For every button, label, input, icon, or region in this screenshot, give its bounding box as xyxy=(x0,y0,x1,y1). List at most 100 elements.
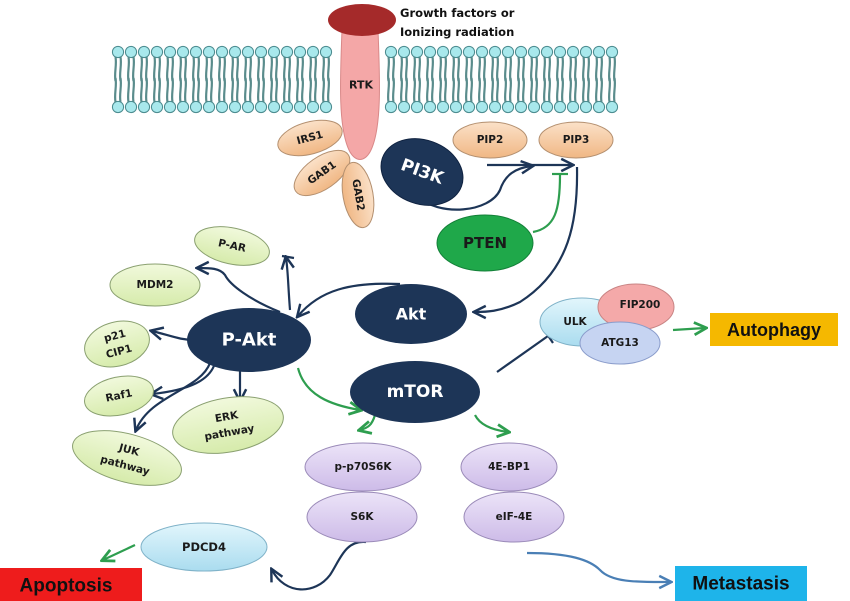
lipid-molecule xyxy=(124,45,138,114)
lipid-molecule xyxy=(462,45,476,114)
irs1-node: IRS1 xyxy=(277,119,343,157)
edge-pakt-raf1 xyxy=(152,362,217,394)
lipid-molecule xyxy=(150,45,164,114)
lipid-molecule xyxy=(319,45,333,114)
p21-label-line1: p21 xyxy=(103,328,127,345)
apoptosis-box: Apoptosis xyxy=(0,568,142,601)
pdcd4-node: PDCD4 xyxy=(140,522,268,572)
lipid-molecule xyxy=(228,45,242,114)
rtk-body xyxy=(340,29,380,160)
4ebp1-node: 4E-BP1 xyxy=(460,442,558,492)
ligand-ellipse xyxy=(328,4,396,36)
rtk-receptor: RTK xyxy=(328,4,396,160)
pten-label: PTEN xyxy=(463,234,507,252)
lipid-molecule xyxy=(254,45,268,114)
edge-pakt-par xyxy=(286,258,290,311)
pip2-node: PIP2 xyxy=(452,121,528,159)
edges-navy xyxy=(136,165,579,591)
lipid-molecule xyxy=(566,45,580,114)
lipid-molecule xyxy=(436,45,450,114)
lipid-molecule xyxy=(475,45,489,114)
atg13-label: ATG13 xyxy=(601,337,639,349)
mtor-label: mTOR xyxy=(387,382,444,402)
erk-label-line1: ERK xyxy=(214,409,240,425)
par-label: P-AR xyxy=(217,237,247,255)
juk-label-line1: JUK xyxy=(117,442,142,459)
pakt-node: P-Akt xyxy=(187,308,311,372)
pten-node: PTEN xyxy=(436,214,534,272)
raf1-label: Raf1 xyxy=(105,387,134,404)
gab2-label: GAB2 xyxy=(349,178,366,212)
metastasis-box: Metastasis xyxy=(675,566,807,601)
lipid-molecule xyxy=(423,45,437,114)
pdcd4-label: PDCD4 xyxy=(182,540,226,554)
ulk-label: ULK xyxy=(563,316,587,328)
fip200-label: FIP200 xyxy=(620,299,661,311)
edge-pakt-mtor xyxy=(296,367,360,410)
lipid-molecule xyxy=(579,45,593,114)
lipid-molecule xyxy=(163,45,177,114)
s6k-label: S6K xyxy=(350,511,374,523)
raf1-node: Raf1 xyxy=(84,375,154,417)
autophagy-label: Autophagy xyxy=(727,320,821,340)
lipid-molecule xyxy=(514,45,528,114)
apoptosis-label: Apoptosis xyxy=(20,576,113,597)
autophagy-box: Autophagy xyxy=(710,313,838,346)
par-node: P-AR xyxy=(194,226,270,266)
inhibit-pten-pip3 xyxy=(532,174,562,234)
lipid-molecule xyxy=(267,45,281,114)
lipid-molecule xyxy=(488,45,502,114)
mtor-node: mTOR xyxy=(350,361,480,423)
edge-eif4e-metastasis xyxy=(526,551,670,582)
pip3-label: PIP3 xyxy=(563,134,590,146)
lipid-molecule xyxy=(202,45,216,114)
lipid-molecule xyxy=(410,45,424,114)
stimulus-line1: Growth factors or xyxy=(400,6,515,20)
pakt-label: P-Akt xyxy=(222,330,277,351)
edges-green xyxy=(103,172,705,560)
edge-mtor-pp70s6k xyxy=(360,414,377,430)
lipid-molecule xyxy=(540,45,554,114)
lipid-molecule xyxy=(306,45,320,114)
lipid-molecule xyxy=(592,45,606,114)
4ebp1-label: 4E-BP1 xyxy=(488,461,530,473)
edge-s6k-pdcd4 xyxy=(272,540,367,591)
edge-akt-pakt xyxy=(298,282,401,316)
lipid-molecule xyxy=(280,45,294,114)
fip200-node: FIP200 xyxy=(597,283,675,331)
lipid-molecule xyxy=(553,45,567,114)
inhibit-mtor-ulk xyxy=(496,335,549,373)
mdm2-node: MDM2 xyxy=(109,263,201,307)
lipid-molecule xyxy=(605,45,619,114)
lipid-molecule xyxy=(527,45,541,114)
atg13-node: ATG13 xyxy=(579,321,661,365)
erk-node: ERK pathway xyxy=(172,396,284,454)
pip3-node: PIP3 xyxy=(538,121,614,159)
gab2-node: GAB2 xyxy=(341,161,375,229)
edge-pakt-mdm2 xyxy=(198,268,281,314)
cell-membrane xyxy=(111,45,619,114)
edge-mtor-4ebp1 xyxy=(474,414,508,432)
akt-node: Akt xyxy=(355,284,467,344)
edge-pdcd4-apoptosis xyxy=(103,544,136,560)
lipid-molecule xyxy=(137,45,151,114)
lipid-molecule xyxy=(241,45,255,114)
pi3k-node: PI3K xyxy=(380,138,464,206)
lipid-molecule xyxy=(293,45,307,114)
pp70s6k-node: p-p70S6K xyxy=(304,442,422,492)
lipid-molecule xyxy=(384,45,398,114)
s6k-node: S6K xyxy=(306,491,418,543)
lipid-molecule xyxy=(449,45,463,114)
edge-pakt-juk xyxy=(136,362,212,430)
gab1-node: GAB1 xyxy=(293,149,351,197)
rtk-label: RTK xyxy=(349,79,373,92)
lipid-molecule xyxy=(397,45,411,114)
akt-label: Akt xyxy=(396,305,427,324)
pip2-label: PIP2 xyxy=(477,134,504,146)
eif4e-label: eIF-4E xyxy=(496,511,533,523)
pp70s6k-label: p-p70S6K xyxy=(334,461,392,473)
lipid-molecule xyxy=(111,45,125,114)
edge-pip3-akt xyxy=(475,166,579,312)
eif4e-node: eIF-4E xyxy=(463,491,565,543)
